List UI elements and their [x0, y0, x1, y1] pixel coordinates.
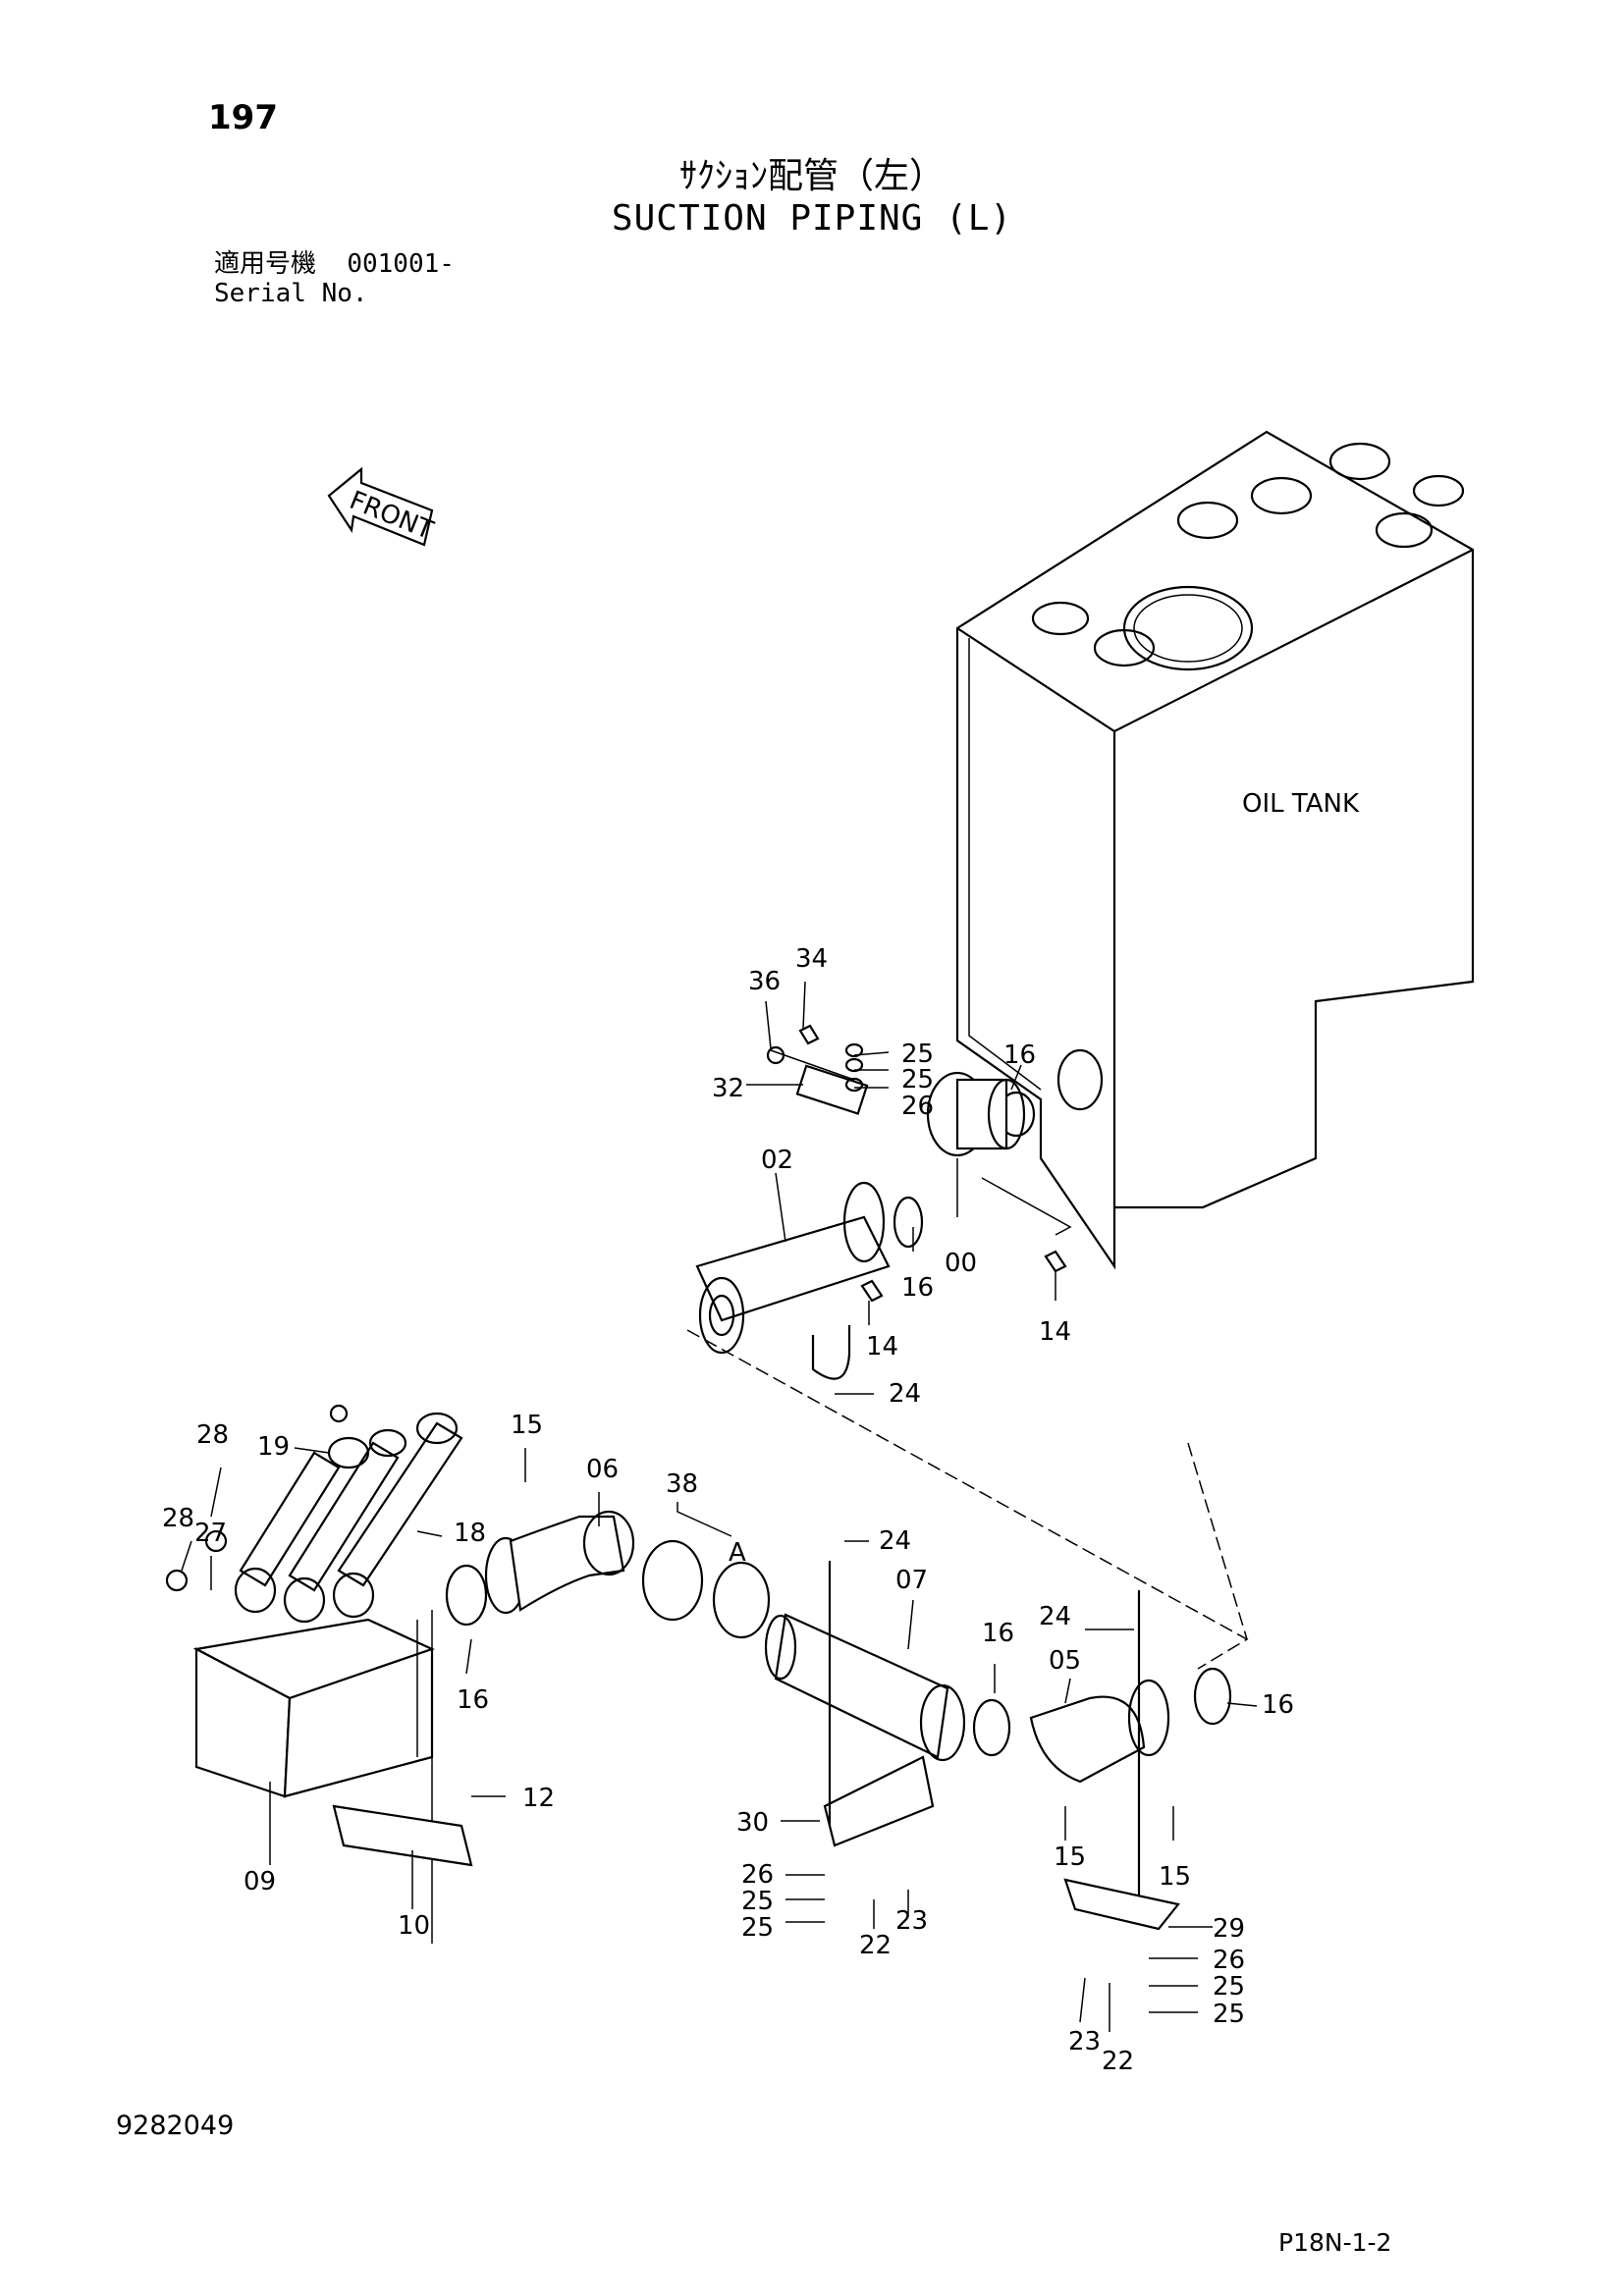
callout-28: 28: [196, 1420, 229, 1450]
callout-05: 05: [1049, 1646, 1081, 1676]
callout-25: 25: [901, 1040, 934, 1069]
callout-24: 24: [1039, 1602, 1071, 1631]
callout-29: 29: [1213, 1914, 1245, 1944]
oil-tank: [955, 430, 1475, 1270]
lower-pipe-assembly: [445, 1510, 1232, 1931]
callout-34: 34: [795, 944, 828, 974]
callout-07: 07: [895, 1566, 928, 1595]
upper-pipe-assembly: [695, 1024, 1072, 1380]
callout-19: 19: [257, 1432, 290, 1462]
callout-A: A: [729, 1538, 746, 1568]
callout-12: 12: [522, 1784, 555, 1813]
suction-manifold-assembly: [165, 1404, 473, 1944]
serial-info: 適用号機 001001- Serial No.: [214, 249, 455, 308]
callout-25: 25: [1213, 1972, 1245, 2002]
callout-24: 24: [879, 1526, 911, 1556]
callout-06: 06: [586, 1455, 619, 1484]
page-number: 197: [208, 98, 278, 137]
callout-16: 16: [1262, 1690, 1294, 1720]
callout-15: 15: [1159, 1862, 1191, 1892]
callout-24: 24: [889, 1379, 921, 1409]
callout-14: 14: [866, 1332, 898, 1362]
callout-18: 18: [454, 1519, 486, 1548]
callout-30: 30: [736, 1808, 769, 1838]
callout-26: 26: [1213, 1946, 1245, 1975]
oil-tank-label: OIL TANK: [1242, 789, 1360, 819]
callout-22: 22: [1102, 2047, 1134, 2076]
callout-16: 16: [457, 1685, 489, 1715]
callout-00: 00: [945, 1249, 977, 1278]
callout-25: 25: [901, 1065, 934, 1095]
callout-25: 25: [1213, 2000, 1245, 2029]
callout-36: 36: [748, 967, 781, 996]
callout-15: 15: [1054, 1842, 1086, 1872]
callout-23: 23: [1068, 2027, 1101, 2056]
drawing-number: 9282049: [116, 2110, 235, 2141]
callout-26: 26: [741, 1860, 774, 1890]
callout-25: 25: [741, 1913, 774, 1943]
serial-label-jp: 適用号機: [214, 249, 317, 279]
callout-09: 09: [244, 1867, 276, 1896]
callout-15: 15: [511, 1411, 543, 1440]
callout-labels: 34 36 25 25 26 16 32 02 16 00 14 14 24 2…: [162, 944, 1294, 2076]
callout-26: 26: [901, 1092, 934, 1121]
callout-leaders: [181, 981, 1258, 2032]
callout-23: 23: [895, 1906, 928, 1936]
callout-25: 25: [741, 1887, 774, 1916]
callout-27: 27: [194, 1519, 227, 1548]
callout-02: 02: [761, 1146, 793, 1175]
page-title: SUCTION PIPING (L): [611, 198, 1013, 239]
callout-22: 22: [859, 1931, 892, 1960]
callout-16: 16: [1003, 1041, 1036, 1070]
callout-16: 16: [901, 1273, 934, 1303]
callout-32: 32: [712, 1074, 744, 1103]
alignment-lines: [686, 1329, 1249, 1670]
callout-16: 16: [982, 1619, 1014, 1648]
callout-28: 28: [162, 1504, 194, 1533]
page-code: P18N-1-2: [1278, 2228, 1392, 2257]
serial-value: 001001-: [347, 249, 455, 279]
serial-label-en: Serial No.: [214, 279, 368, 308]
title-japanese: ｻｸｼｮﾝ配管（左）: [678, 156, 945, 196]
callout-10: 10: [398, 1911, 430, 1941]
front-arrow-icon: FRONT: [327, 466, 437, 547]
callout-38: 38: [666, 1469, 698, 1499]
callout-14: 14: [1039, 1317, 1071, 1347]
